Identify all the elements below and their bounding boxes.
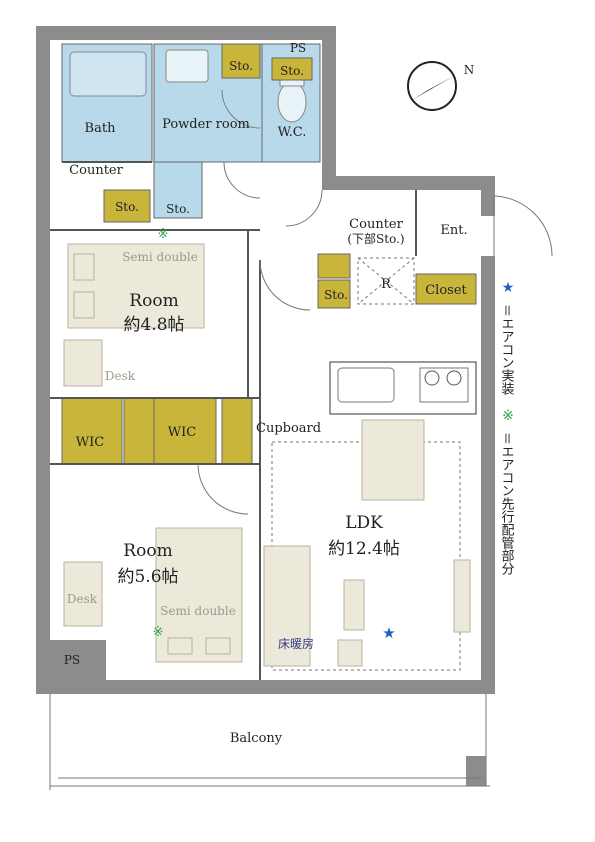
ldk-size: 約12.4帖 [328, 539, 400, 559]
kitchen-counter [329, 361, 477, 415]
bath-label: Bath [85, 121, 117, 136]
semi-double-label-2: Semi double [160, 604, 236, 618]
wc-label: W.C. [278, 125, 307, 140]
legend-star-text: ＝エアコン実装 [499, 304, 515, 395]
compass-icon [407, 61, 457, 111]
walls [36, 26, 495, 786]
room1-name: Room [129, 291, 178, 311]
wet-area [61, 43, 321, 219]
aircon-kome-marker-1: ※ [158, 227, 169, 242]
aircon-kome-marker-2: ※ [153, 625, 164, 640]
entrance-label: Ent. [440, 223, 467, 238]
counter-top-label: Counter [69, 163, 123, 178]
refrigerator-label: R [381, 277, 392, 292]
furniture [63, 243, 471, 667]
legend-kome-text: ＝エアコン先行配管部分 [499, 432, 515, 576]
balcony [49, 694, 490, 790]
wic-label-left: WIC [76, 435, 104, 450]
ps-label-top: PS [290, 41, 306, 55]
floor-heating-label: 床暖房 [278, 636, 314, 651]
sto-label-wash: Sto. [166, 202, 190, 216]
refrigerator-space [357, 257, 415, 305]
ldk-name: LDK [345, 513, 383, 533]
sto-label-kitchen: Sto. [324, 288, 348, 302]
aircon-star-marker: ★ [382, 624, 395, 642]
sto-label-powder: Sto. [229, 59, 253, 73]
counter-kitchen-label: Counter [349, 217, 403, 232]
wic-label-right: WIC [168, 425, 196, 440]
counter-kitchen-sub-label: (下部Sto.) [347, 231, 404, 246]
sto-label-hall: Sto. [115, 200, 139, 214]
semi-double-label-1: Semi double [122, 250, 198, 264]
desk-label-1: Desk [105, 369, 136, 383]
room2-size: 約5.6帖 [117, 567, 178, 587]
legend-star-symbol: ★ [502, 280, 515, 296]
balcony-label: Balcony [230, 731, 283, 746]
room2-name: Room [123, 541, 172, 561]
doors [197, 89, 553, 515]
closet-label: Closet [425, 283, 467, 298]
interior-walls [50, 161, 417, 680]
storage-blocks [61, 43, 477, 465]
floor-heating-area [271, 441, 461, 671]
cupboard-label: Cupboard [256, 421, 321, 436]
north-label: N [464, 63, 475, 77]
room1-size: 約4.8帖 [123, 315, 184, 335]
desk-label-2: Desk [67, 592, 98, 606]
sto-label-wc: Sto. [280, 64, 304, 78]
ps-label-bottom: PS [64, 653, 80, 667]
legend-kome-symbol: ※ [502, 408, 514, 424]
powder-room-label: Powder room [162, 117, 250, 132]
